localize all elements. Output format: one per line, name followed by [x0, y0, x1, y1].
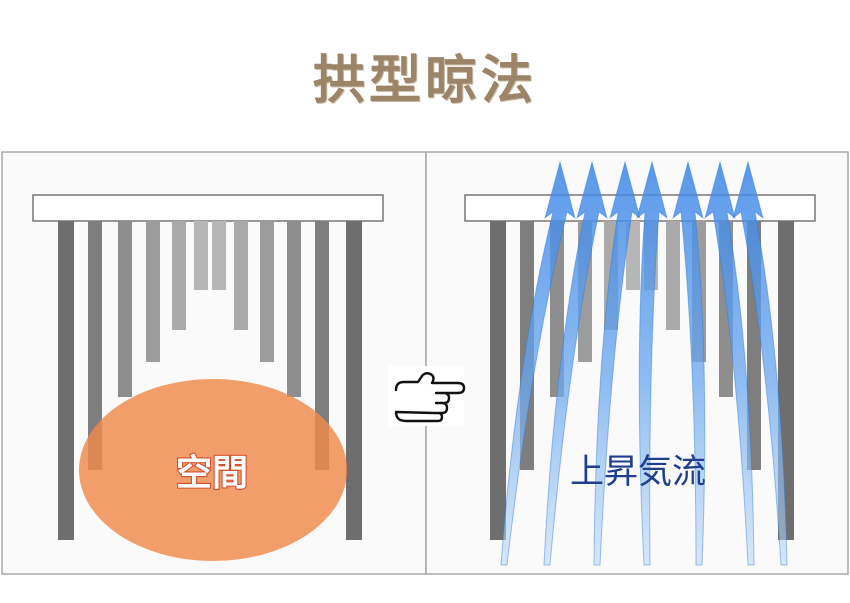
hanging-item — [88, 221, 102, 470]
hanging-item — [490, 221, 506, 540]
updraft-arrow — [543, 160, 608, 566]
updraft-arrow — [636, 160, 668, 566]
updraft-arrow — [732, 160, 788, 566]
updraft-arrow — [704, 160, 755, 566]
hanging-item — [212, 221, 226, 290]
hanging-item — [666, 221, 680, 330]
hanging-item — [287, 221, 301, 397]
hanging-item — [234, 221, 248, 330]
hanging-item — [118, 221, 132, 397]
right-panel: 上昇気流 — [425, 151, 849, 575]
hanging-item — [172, 221, 186, 330]
hanging-item — [146, 221, 160, 362]
page-title: 拱型晾法 — [312, 50, 537, 111]
updraft-arrows — [500, 160, 788, 566]
hanging-item — [260, 221, 274, 362]
hanging-item — [58, 221, 74, 540]
updraft-arrow — [500, 160, 576, 566]
pointing-hand-icon — [388, 366, 466, 426]
updraft-arrow — [593, 160, 641, 566]
space-label: 空間 — [176, 453, 248, 494]
updraft-label: 上昇気流 — [570, 452, 706, 492]
left-hanging-items — [58, 221, 362, 540]
hanging-item — [626, 221, 640, 290]
updraft-arrow — [672, 160, 706, 566]
left-panel: 空間 — [1, 151, 427, 575]
hanging-item — [346, 221, 362, 540]
hanging-item — [315, 221, 329, 470]
space-ellipse — [79, 379, 347, 561]
right-hanging-items — [490, 221, 794, 540]
hanging-item — [194, 221, 208, 290]
left-hanger-bar — [32, 194, 384, 222]
